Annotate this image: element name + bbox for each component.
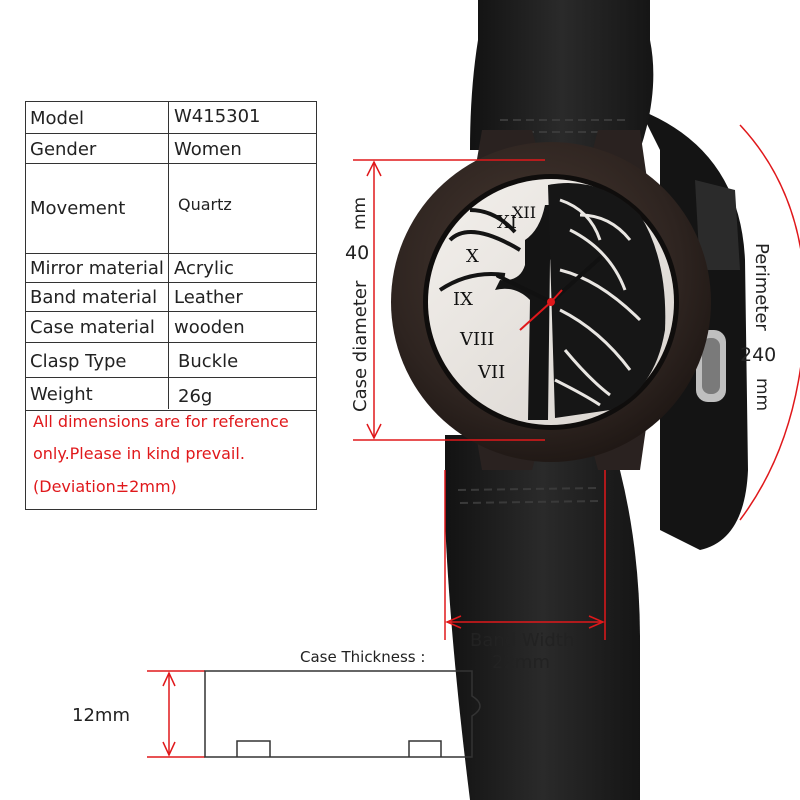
- case-diameter-unit: mm: [350, 196, 370, 230]
- spec-row-movement: Movement Quartz: [26, 164, 316, 254]
- hour-hand: [549, 256, 602, 304]
- spec-row-case-material: Case material wooden: [26, 312, 316, 343]
- case-diameter-value: 40: [345, 242, 370, 264]
- spec-value: 26g: [178, 386, 213, 407]
- svg-text:VIII: VIII: [459, 329, 494, 350]
- strap-top: [470, 0, 654, 150]
- spec-table: Model W415301 Gender Women Movement Quar…: [25, 101, 317, 510]
- second-hand: [519, 301, 552, 331]
- svg-text:VII: VII: [477, 362, 505, 383]
- reference-note-line-3: (Deviation±2mm): [33, 477, 177, 496]
- spec-label: Clasp Type: [30, 351, 127, 372]
- minute-hand: [496, 274, 553, 304]
- table-column-divider: [168, 102, 169, 409]
- spec-label: Band material: [30, 287, 158, 308]
- case-thickness-value: 12mm: [72, 705, 130, 726]
- reference-note-line-2: only.Please in kind prevail.: [33, 444, 245, 463]
- spec-row-clasp-type: Clasp Type Buckle: [26, 343, 316, 378]
- spec-label: Mirror material: [30, 258, 164, 279]
- spec-label: Weight: [30, 384, 93, 405]
- spec-value: W415301: [174, 106, 261, 127]
- perimeter-unit: mm: [752, 378, 772, 412]
- spec-row-gender: Gender Women: [26, 134, 316, 164]
- tree-motif: [495, 205, 561, 420]
- case-profile: [204, 670, 481, 758]
- spec-value: wooden: [174, 317, 245, 338]
- svg-text:IX: IX: [453, 289, 473, 310]
- case-thickness-label: Case Thickness :: [300, 648, 426, 666]
- band-width-value: 22mm: [492, 652, 550, 673]
- spec-value: Leather: [174, 287, 243, 308]
- spec-label: Gender: [30, 139, 97, 160]
- spec-row-weight: Weight 26g: [26, 378, 316, 411]
- spec-value: Women: [174, 139, 242, 160]
- spec-row-model: Model W415301: [26, 102, 316, 134]
- spec-value: Buckle: [178, 351, 239, 372]
- spec-row-band-material: Band material Leather: [26, 283, 316, 312]
- spec-label: Movement: [30, 198, 126, 219]
- case-diameter-label: Case diameter: [350, 280, 371, 412]
- reference-note-line-1: All dimensions are for reference: [33, 412, 289, 431]
- band-width-label: Band Width: [470, 630, 575, 651]
- spec-value: Acrylic: [174, 258, 234, 279]
- svg-text:XII: XII: [512, 203, 536, 222]
- perimeter-value: 240: [740, 344, 777, 366]
- perimeter-label: Perimeter: [751, 243, 772, 331]
- spec-value: Quartz: [178, 195, 232, 214]
- strap-bottom: [445, 435, 640, 800]
- spec-label: Model: [30, 108, 85, 129]
- dimension-lines: [147, 124, 800, 758]
- svg-text:XI: XI: [497, 212, 517, 233]
- svg-text:X: X: [466, 246, 479, 267]
- spec-label: Case material: [30, 317, 155, 338]
- spec-row-mirror-material: Mirror material Acrylic: [26, 254, 316, 283]
